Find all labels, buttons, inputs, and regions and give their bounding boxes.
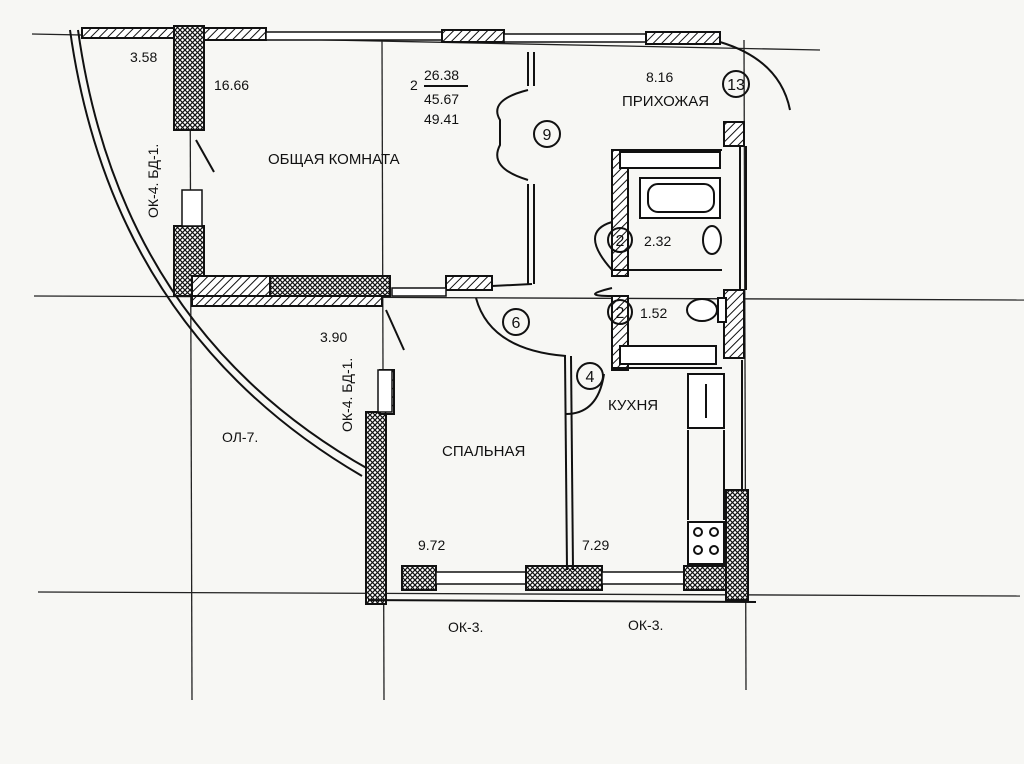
area-hall: 8.16 xyxy=(646,69,673,85)
sink-icon xyxy=(702,225,722,255)
code-ol7: ОЛ-7. xyxy=(222,429,258,445)
walls xyxy=(81,25,757,605)
bath-shelf-icon xyxy=(619,151,721,169)
room-labels: ОБЩАЯ КОМНАТА ПРИХОЖАЯ КУХНЯ СПАЛЬНАЯ xyxy=(268,93,709,460)
summary-rooms-count: 2 xyxy=(410,77,418,93)
summary-total-with-balcony: 49.41 xyxy=(424,111,459,127)
fixtures xyxy=(619,151,727,565)
area-bath1: 2.32 xyxy=(644,233,671,249)
summary-total-area: 45.67 xyxy=(424,91,459,107)
toilet-icon xyxy=(686,298,718,322)
code-ok3-left: ОК-3. xyxy=(448,619,483,635)
area-kitchen: 7.29 xyxy=(582,537,609,553)
stove-icon xyxy=(687,521,725,565)
area-balcony: 3.58 xyxy=(130,49,157,65)
marker-13: 13 xyxy=(727,77,745,94)
room-hall-label: ПРИХОЖАЯ xyxy=(622,93,709,110)
marker-2-bath: 2 xyxy=(616,233,625,250)
code-ok4-top: ОК-4. БД-1. xyxy=(145,144,161,218)
area-labels: 3.58 16.66 8.16 2.32 1.52 3.90 9.72 7.29 xyxy=(130,49,673,553)
area-summary: 2 26.38 45.67 49.41 xyxy=(410,67,468,127)
room-kitchen-label: КУХНЯ xyxy=(608,397,658,414)
room-living-label: ОБЩАЯ КОМНАТА xyxy=(268,151,400,168)
opening-codes: ОК-4. БД-1. ОК-4. БД-1. ОЛ-7. ОК-3. ОК-3… xyxy=(145,144,663,635)
markers: 9 13 6 4 2 2 xyxy=(502,70,750,390)
marker-6: 6 xyxy=(512,315,521,332)
marker-9: 9 xyxy=(543,127,552,144)
doors xyxy=(195,41,791,415)
area-bedroom: 9.72 xyxy=(418,537,445,553)
radiator-icon xyxy=(619,345,717,365)
area-bath2: 1.52 xyxy=(640,305,667,321)
marker-4: 4 xyxy=(586,369,595,386)
room-bedroom-label: СПАЛЬНАЯ xyxy=(442,443,525,460)
area-loggia: 3.90 xyxy=(320,329,347,345)
code-ok4-mid: ОК-4. БД-1. xyxy=(339,358,355,432)
summary-living-area: 26.38 xyxy=(424,67,459,83)
code-ok3-right: ОК-3. xyxy=(628,617,663,633)
marker-2-wc: 2 xyxy=(616,305,625,322)
area-living: 16.66 xyxy=(214,77,249,93)
balcony-arc xyxy=(77,29,371,471)
